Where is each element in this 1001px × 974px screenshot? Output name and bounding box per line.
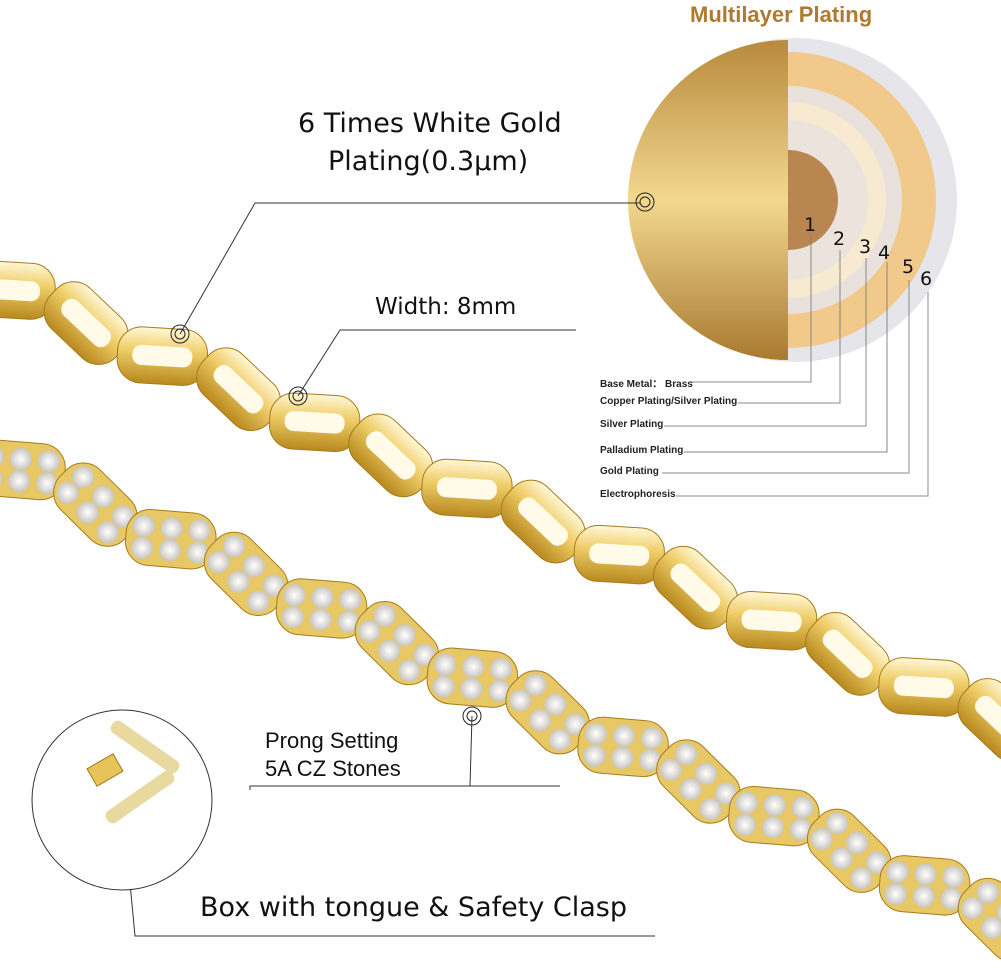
layer-number: 5	[902, 256, 915, 278]
gold-cuban-chain	[0, 260, 1001, 762]
clasp-callout: Box with tongue & Safety Clasp	[200, 892, 627, 923]
cz-link	[53, 462, 138, 547]
cz-link	[505, 670, 590, 755]
layer-number: 1	[804, 214, 817, 236]
cz-link	[426, 647, 519, 708]
diagram-title: Multilayer Plating	[690, 2, 873, 27]
layer-label: Electrophoresis	[600, 489, 676, 500]
cz-link	[203, 531, 289, 616]
plating-callout-line2: Plating(0.3µm)	[328, 146, 529, 177]
layer-number: 6	[920, 268, 933, 290]
chain-link	[421, 458, 513, 519]
layer-number: 3	[859, 236, 872, 258]
prong-callout-line2: 5A CZ Stones	[265, 756, 401, 781]
cz-link	[728, 785, 820, 847]
layer-label: Silver Plating	[600, 419, 664, 430]
chain-link	[878, 657, 970, 717]
layer-number: 4	[878, 242, 891, 264]
cz-link	[577, 716, 669, 778]
cz-link	[0, 439, 66, 501]
cz-link	[878, 855, 971, 916]
plating-callout-line1: 6 Times White Gold	[298, 108, 562, 139]
layer-label: Gold Plating	[600, 466, 659, 477]
clasp-inset	[31, 709, 213, 891]
iced-cz-chain	[0, 439, 1001, 963]
width-callout: Width: 8mm	[375, 294, 517, 320]
layer-label: Copper Plating/Silver Plating	[600, 396, 738, 407]
chain-link	[957, 678, 1001, 762]
layer-label: Base Metal： Brass	[600, 379, 693, 390]
layer-number: 2	[833, 228, 846, 250]
plating-cross-section	[628, 38, 957, 362]
cz-link	[275, 578, 368, 639]
chain-link	[116, 326, 209, 386]
cz-link	[957, 877, 1001, 963]
cz-link	[125, 509, 217, 570]
chain-link	[268, 392, 361, 453]
cz-link	[656, 739, 741, 824]
chain-link	[573, 524, 665, 585]
chain-link	[725, 591, 818, 651]
layer-label: Palladium Plating	[600, 445, 684, 456]
prong-callout-line1: Prong Setting	[265, 728, 399, 753]
